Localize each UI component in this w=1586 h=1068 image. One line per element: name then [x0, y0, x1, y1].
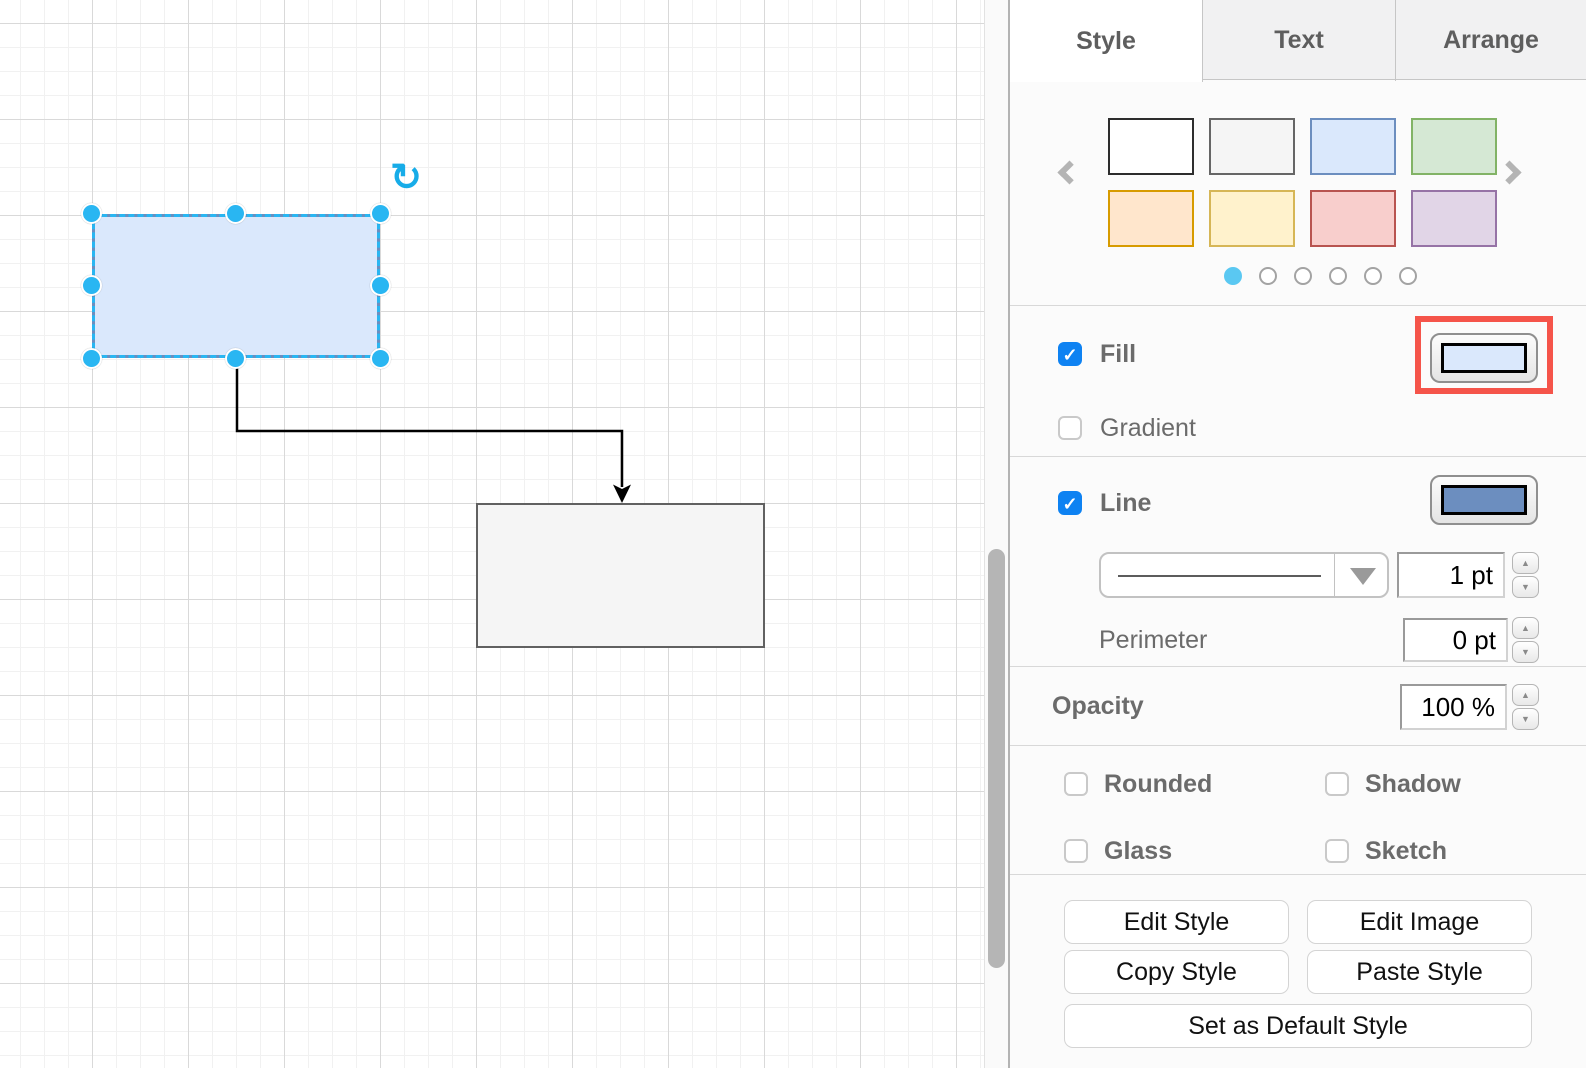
set-default-style-button[interactable]: Set as Default Style: [1064, 1004, 1532, 1048]
style-swatch-blue[interactable]: [1310, 118, 1396, 175]
edit-style-button[interactable]: Edit Style: [1064, 900, 1289, 944]
palette-page-dot-4[interactable]: [1329, 267, 1347, 285]
line-width-stepper: ▲ ▼: [1512, 552, 1539, 598]
style-swatch-gray[interactable]: [1209, 118, 1295, 175]
tab-style[interactable]: Style: [1010, 0, 1203, 82]
rotate-icon[interactable]: ↻: [390, 157, 422, 199]
perimeter-input[interactable]: [1403, 618, 1508, 662]
resize-handle-n[interactable]: [225, 203, 246, 224]
selection-handles: [81, 203, 391, 369]
line-checkbox[interactable]: ✓: [1058, 491, 1082, 515]
tab-text[interactable]: Text: [1274, 26, 1324, 54]
perimeter-down-icon[interactable]: ▼: [1512, 641, 1539, 663]
paste-style-button[interactable]: Paste Style: [1307, 950, 1532, 994]
vertical-scrollbar-thumb[interactable]: [988, 549, 1005, 968]
selection-outline: [92, 214, 380, 358]
resize-handle-s[interactable]: [225, 348, 246, 369]
perimeter-up-icon[interactable]: ▲: [1512, 617, 1539, 639]
fill-color-button[interactable]: [1430, 333, 1538, 383]
resize-handle-ne[interactable]: [370, 203, 391, 224]
style-swatch-green[interactable]: [1411, 118, 1497, 175]
resize-handle-w[interactable]: [81, 275, 102, 296]
line-label: Line: [1100, 489, 1152, 517]
opacity-label: Opacity: [1052, 692, 1144, 720]
resize-handle-nw[interactable]: [81, 203, 102, 224]
opacity-input[interactable]: [1400, 684, 1507, 730]
fill-label: Fill: [1100, 340, 1137, 368]
shadow-checkbox[interactable]: [1325, 772, 1349, 796]
glass-label: Glass: [1104, 837, 1173, 865]
sketch-checkbox[interactable]: [1325, 839, 1349, 863]
style-swatch-yellow[interactable]: [1209, 190, 1295, 247]
style-swatch-purple[interactable]: [1411, 190, 1497, 247]
copy-style-button[interactable]: Copy Style: [1064, 950, 1289, 994]
palette-page-dot-3[interactable]: [1294, 267, 1312, 285]
opacity-down-icon[interactable]: ▼: [1512, 708, 1539, 730]
palette-page-dot-6[interactable]: [1399, 267, 1417, 285]
style-swatch-white[interactable]: [1108, 118, 1194, 175]
style-swatch-red[interactable]: [1310, 190, 1396, 247]
dropdown-arrow-icon: [1350, 568, 1376, 585]
line-color-swatch: [1441, 485, 1527, 515]
gradient-label: Gradient: [1100, 414, 1196, 442]
section-divider: [1010, 305, 1586, 306]
line-width-up-icon[interactable]: ▲: [1512, 552, 1539, 574]
fill-checkbox[interactable]: ✓: [1058, 342, 1082, 366]
fill-color-highlight: [1415, 316, 1553, 394]
opacity-stepper: ▲ ▼: [1512, 684, 1539, 730]
section-divider: [1010, 666, 1586, 667]
palette-page-dot-2[interactable]: [1259, 267, 1277, 285]
line-color-button[interactable]: [1430, 475, 1538, 525]
fill-color-swatch: [1441, 343, 1527, 373]
perimeter-label: Perimeter: [1099, 626, 1208, 654]
line-width-input[interactable]: [1397, 552, 1505, 598]
edit-image-button[interactable]: Edit Image: [1307, 900, 1532, 944]
rounded-checkbox[interactable]: [1064, 772, 1088, 796]
section-divider: [1010, 874, 1586, 875]
line-width-down-icon[interactable]: ▼: [1512, 576, 1539, 598]
section-divider: [1010, 456, 1586, 457]
line-style-dropdown[interactable]: [1099, 552, 1389, 598]
style-swatch-orange[interactable]: [1108, 190, 1194, 247]
dropdown-separator: [1334, 554, 1335, 596]
format-panel: [1008, 0, 1586, 1068]
glass-checkbox[interactable]: [1064, 839, 1088, 863]
rounded-label: Rounded: [1104, 770, 1213, 798]
perimeter-stepper: ▲ ▼: [1512, 617, 1539, 663]
palette-page-dot-1[interactable]: [1224, 267, 1242, 285]
section-divider: [1010, 745, 1586, 746]
diagram-canvas[interactable]: ↻: [0, 0, 984, 1068]
tab-arrange[interactable]: Arrange: [1395, 0, 1586, 81]
resize-handle-sw[interactable]: [81, 348, 102, 369]
sketch-label: Sketch: [1365, 837, 1447, 865]
resize-handle-e[interactable]: [370, 275, 391, 296]
palette-page-dot-5[interactable]: [1364, 267, 1382, 285]
resize-handle-se[interactable]: [370, 348, 391, 369]
line-style-preview: [1118, 575, 1321, 577]
target-rectangle-shape[interactable]: [476, 503, 765, 648]
shadow-label: Shadow: [1365, 770, 1461, 798]
opacity-up-icon[interactable]: ▲: [1512, 684, 1539, 706]
gradient-checkbox[interactable]: [1058, 416, 1082, 440]
